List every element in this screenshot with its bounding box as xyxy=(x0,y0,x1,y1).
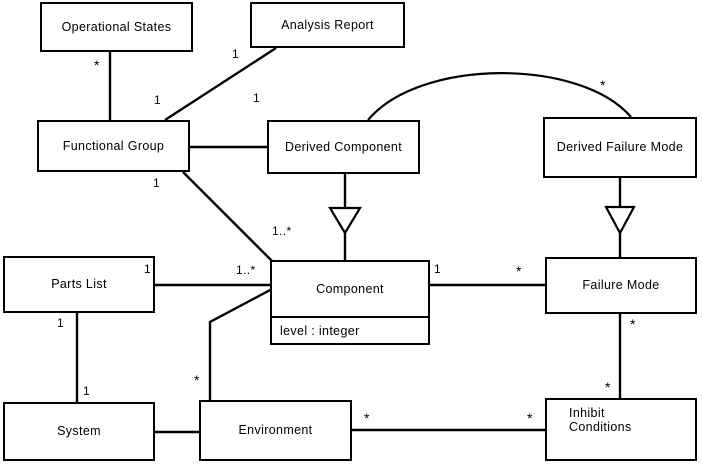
class-name-derived-failure-mode: Derived Failure Mode xyxy=(556,140,684,155)
class-box-operational-states[interactable]: Operational States xyxy=(40,2,193,52)
class-attribute-component-level: level : integer xyxy=(272,316,428,343)
multiplicity-component-right: 1 xyxy=(434,262,442,276)
class-box-analysis-report[interactable]: Analysis Report xyxy=(250,2,405,48)
multiplicity-system-top: 1 xyxy=(83,384,91,398)
generalization-triangle-derived-component xyxy=(328,206,362,236)
multiplicity-failure-mode-bottom: * xyxy=(630,316,636,332)
edge-component-environment xyxy=(208,287,273,400)
edge-analysis-report-functional-group xyxy=(164,46,277,122)
multiplicity-functional-group-top: 1 xyxy=(154,93,162,107)
multiplicity-parts-list-bottom: 1 xyxy=(57,316,65,330)
class-box-derived-failure-mode[interactable]: Derived Failure Mode xyxy=(543,117,697,178)
multiplicity-operational-states-end: * xyxy=(94,57,100,73)
class-box-derived-component[interactable]: Derived Component xyxy=(267,120,420,174)
class-name-derived-component: Derived Component xyxy=(284,139,403,154)
multiplicity-component-topleft: 1..* xyxy=(272,224,292,238)
multiplicity-derived-component-left: 1 xyxy=(253,91,261,105)
multiplicity-environment-right: * xyxy=(364,410,370,426)
class-box-failure-mode[interactable]: Failure Mode xyxy=(545,257,697,314)
multiplicity-functional-group-bottom: 1 xyxy=(153,176,161,190)
edge-derived-component-derived-failure-mode xyxy=(367,72,632,121)
class-name-environment: Environment xyxy=(238,423,313,438)
multiplicity-parts-list-right: 1 xyxy=(144,262,152,276)
class-name-operational-states: Operational States xyxy=(61,19,172,34)
multiplicity-inhibit-conditions-top: * xyxy=(605,379,611,395)
class-name-parts-list: Parts List xyxy=(51,277,107,292)
multiplicity-component-left: 1..* xyxy=(236,263,256,277)
class-box-environment[interactable]: Environment xyxy=(199,400,352,461)
multiplicity-environment-top: * xyxy=(194,372,200,388)
class-box-component[interactable]: Component level : integer xyxy=(270,260,430,345)
multiplicity-analysis-report-end: 1 xyxy=(232,47,240,61)
class-box-system[interactable]: System xyxy=(3,402,155,461)
class-name-component: Component xyxy=(316,281,384,296)
class-name-functional-group: Functional Group xyxy=(62,138,165,153)
multiplicity-failure-mode-left: * xyxy=(516,263,522,279)
class-name-system: System xyxy=(57,424,101,439)
multiplicity-derived-failure-mode-curve: * xyxy=(600,77,606,93)
class-box-parts-list[interactable]: Parts List xyxy=(3,256,155,313)
generalization-triangle-derived-failure-mode xyxy=(604,205,636,236)
class-name-failure-mode: Failure Mode xyxy=(582,278,660,293)
class-name-inhibit-conditions: Inhibit Conditions xyxy=(569,406,632,435)
multiplicity-inhibit-conditions-left: * xyxy=(527,410,533,426)
class-box-inhibit-conditions[interactable]: Inhibit Conditions xyxy=(545,398,697,461)
class-box-functional-group[interactable]: Functional Group xyxy=(37,120,190,172)
class-name-analysis-report: Analysis Report xyxy=(281,17,374,32)
edge-functional-group-component xyxy=(182,171,273,262)
